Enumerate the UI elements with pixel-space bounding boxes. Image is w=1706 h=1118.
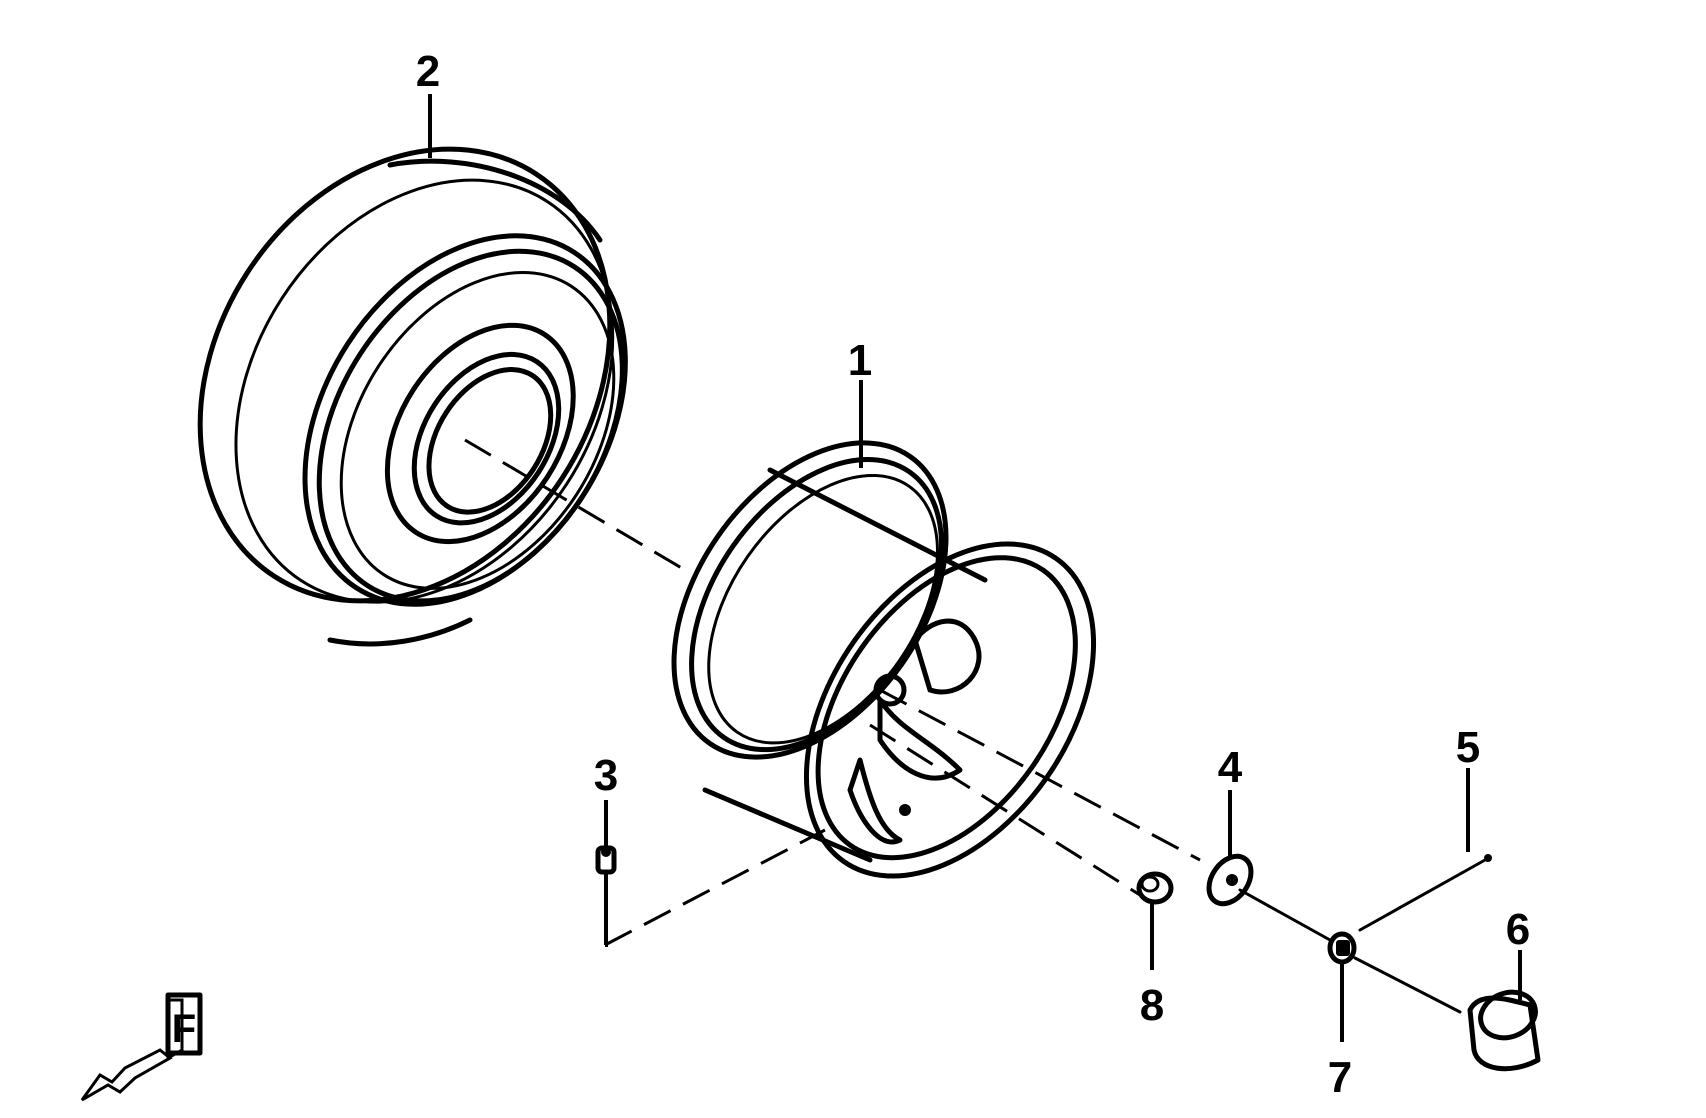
callout-6: 6 <box>1506 905 1530 954</box>
valve-axis-line <box>604 828 826 947</box>
callout-1: 1 <box>848 336 872 385</box>
castle-nut <box>1327 931 1357 965</box>
nut-axis-line <box>869 723 1141 897</box>
rim-spoke <box>877 697 963 781</box>
hub-cap-axis-line <box>1353 956 1462 1014</box>
valve-hole <box>899 804 911 816</box>
cotter-pin <box>1358 854 1492 932</box>
callout-2: 2 <box>416 47 440 96</box>
valve-stem <box>595 845 617 947</box>
washer <box>1206 853 1254 907</box>
callout-7: 7 <box>1328 1053 1352 1102</box>
washer-axis-line <box>1238 888 1332 942</box>
assembly-axis-line <box>464 438 1201 862</box>
rim-spoke <box>847 757 903 845</box>
callout-5: 5 <box>1456 723 1480 772</box>
hub-cap <box>1467 989 1541 1072</box>
callout-8: 8 <box>1140 981 1164 1030</box>
front-direction-arrow-icon: F <box>80 992 203 1102</box>
rim <box>671 440 1097 879</box>
tire <box>197 146 628 607</box>
callout-3: 3 <box>594 751 618 800</box>
callout-4: 4 <box>1218 743 1243 792</box>
rim-hub <box>873 673 907 707</box>
rim-spoke <box>912 618 982 695</box>
wheel-nut <box>1136 871 1174 905</box>
tire-tread-edge <box>327 158 603 647</box>
direction-letter: F <box>172 1007 196 1051</box>
